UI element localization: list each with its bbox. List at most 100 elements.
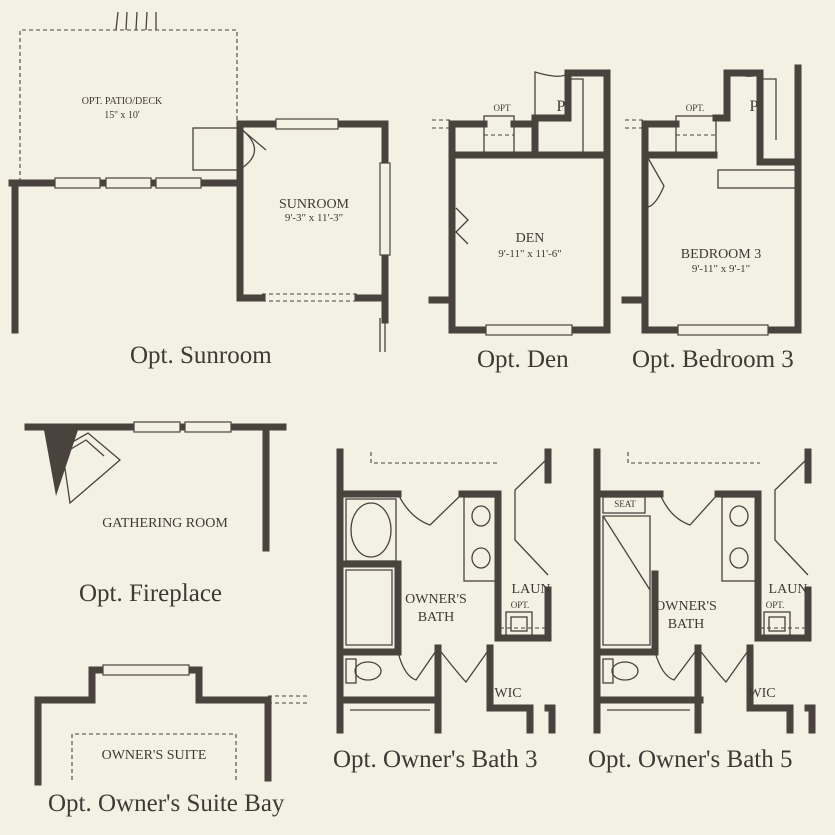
bedroom3-label: BEDROOM 3 [680,247,762,262]
bedroom3-plan [621,64,802,336]
bath5-wic-label: WIC [748,686,776,701]
laundry-basin [768,616,786,632]
bay-window [102,664,190,676]
shower-diagonal [602,515,651,591]
sink [729,547,749,569]
toilet-door [654,647,699,681]
bath3-label-owners: OWNER'S [405,592,467,607]
den-window [485,324,573,336]
den-wall [510,120,539,159]
vanity [463,496,498,582]
exterior-step [192,127,240,171]
suite-bay-caption: Opt. Owner's Suite Bay [48,790,285,817]
pantry-inner [569,78,584,155]
wall-break [268,695,308,704]
suite-bay-walls [34,666,272,782]
toilet-bowl [611,661,639,681]
laundry-sink [505,611,533,637]
owners-suite-label: OWNER'S SUITE [101,748,207,763]
pantry-walls [531,69,611,159]
wic-door [437,647,491,684]
bath5-plan [593,448,816,734]
den-opt-label: OPT [493,103,511,113]
bath-door [659,493,719,526]
sunroom-window [379,162,391,256]
den-label: DEN [515,231,545,246]
bedroom3-pantry-label: P [749,98,759,115]
laundry-door [774,457,809,576]
bath3-laun-label: LAUN [511,582,551,597]
shower-pan [602,515,651,646]
sunroom-dims: 9'-3" x 11'-3" [284,212,344,224]
bath5-label-owners: OWNER'S [655,599,717,614]
house-window [105,177,152,189]
bath3-walls [336,490,552,642]
fireplace-caption: Opt. Fireplace [79,580,223,607]
den-left-wall [428,120,456,304]
suite-bay-plan [34,664,308,786]
bath5-walls [593,490,812,642]
den-dims: 9'-11" x 11'-6" [498,248,562,260]
pantry-door [726,71,761,118]
bath3-caption: Opt. Owner's Bath 3 [333,746,538,773]
bath5-label-bath: BATH [667,617,705,632]
fireplace-firebox [65,439,105,457]
shower-pan [345,569,393,646]
sink [471,547,491,569]
bath5-laun-label: LAUN [768,582,808,597]
fireplace-plan [24,421,287,552]
house-window [54,177,101,189]
toilet-door [397,647,439,681]
wall-break [432,119,452,129]
bath3-wic-label: WIC [494,686,522,701]
bedroom3-walls [641,151,802,334]
bath3-opt-label: OPT. [510,600,530,610]
bath5-caption: Opt. Owner's Bath 5 [588,746,793,773]
sunroom-label: SUNROOM [278,197,349,212]
bathtub [345,498,397,562]
opt-cabinet [675,115,717,155]
fireplace-chimney [44,430,78,496]
pantry-inner [760,78,777,140]
bath5-seat-label: SEAT [614,499,636,509]
fireplace-hearth [61,432,122,505]
bedroom3-opt-label: OPT. [685,103,705,113]
closet-shelf [717,169,797,189]
sunroom-left-wall [236,122,266,302]
laundry-door [514,457,549,576]
wall-break [625,119,645,129]
bath3-plan [336,448,556,734]
laundry-basin [510,616,528,632]
bath3-dashed-outline [370,452,500,464]
gathering-room-window [184,421,232,433]
sunroom-opening [262,293,358,302]
shower-seat [602,496,646,514]
den-plan [428,69,611,336]
bedroom3-caption: Opt. Bedroom 3 [632,346,794,373]
bedroom-door [647,157,665,208]
sunroom-window [275,118,339,130]
vanity [721,496,757,582]
gathering-room-label: GATHERING ROOM [102,516,228,531]
bath3-lower-walls [336,644,556,734]
bedroom3-window [677,324,769,336]
patio-deck-outline [19,29,238,182]
den-walls [448,151,611,334]
toilet-tank [602,658,614,684]
sunroom-caption: Opt. Sunroom [130,342,272,369]
bath5-lower-walls [593,570,816,734]
bay-outline [71,733,237,780]
den-pantry-label: P [556,98,566,115]
toilet-bowl [354,661,382,681]
sink [471,505,491,527]
patio-deck-label: OPT. PATIO/DECK [81,96,163,107]
house-window [155,177,202,189]
wic-door [697,647,751,684]
laundry-sink [763,611,791,637]
bath-door [397,493,463,526]
pantry-door [534,71,569,118]
den-caption: Opt. Den [477,346,569,373]
shower-walls [336,560,402,656]
sunroom-plan [8,11,391,352]
